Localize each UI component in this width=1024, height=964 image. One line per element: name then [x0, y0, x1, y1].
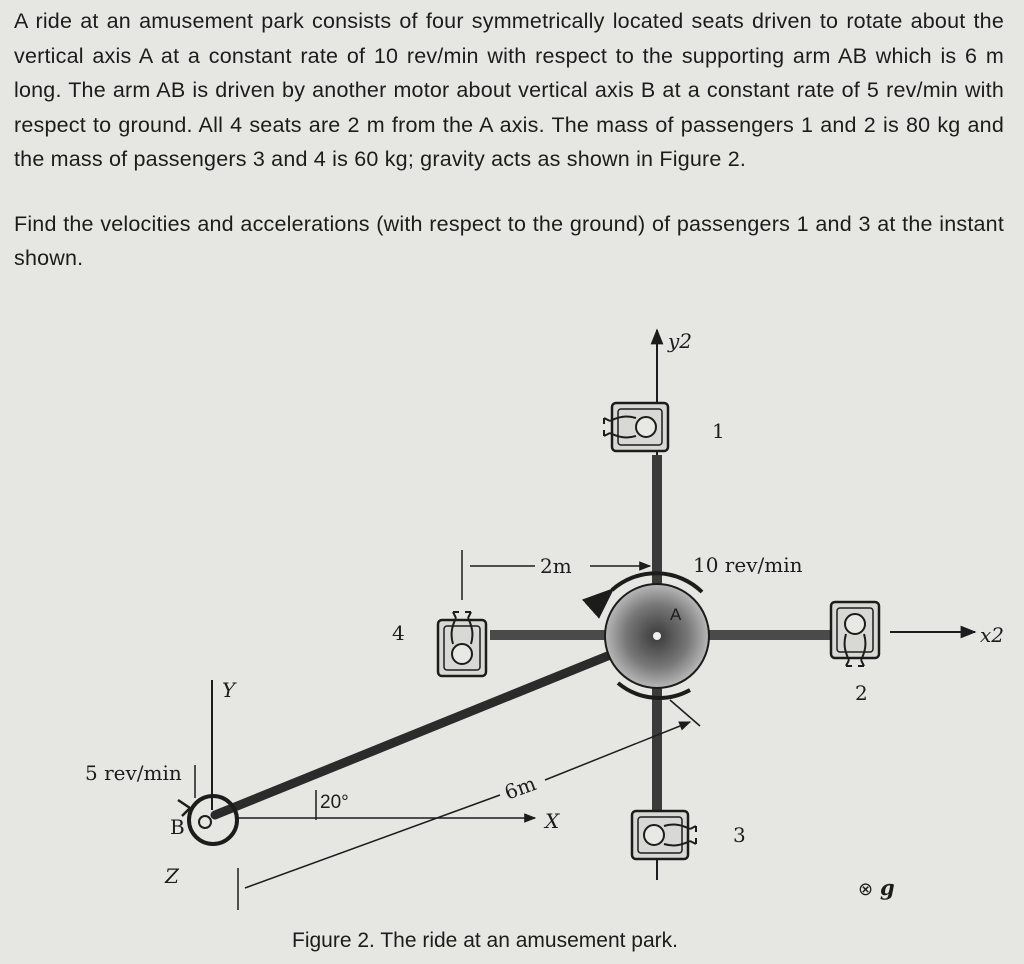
hub-A-label: A — [670, 605, 682, 624]
seat-1-label: 1 — [712, 419, 725, 443]
seat-4: 4 — [392, 610, 488, 678]
dimension-6m: 6m — [237, 699, 701, 910]
arm-AB — [210, 631, 662, 820]
x2-label: x2 — [980, 623, 1004, 647]
y2-label: y2 — [667, 329, 692, 353]
hub-B: B — [170, 794, 239, 846]
seat-4-label: 4 — [392, 621, 405, 645]
seat-2-label: 2 — [855, 681, 868, 705]
problem-paragraph-2: Find the velocities and accelerations (w… — [14, 211, 1004, 271]
gravity-indicator: ⊗ g — [858, 875, 895, 900]
gravity-symbol: ⊗ — [858, 879, 873, 899]
amusement-ride-figure: y2 x2 A 2m 10 rev/min 1 2 3 4 — [85, 328, 1004, 952]
angle-20: 20° — [315, 790, 349, 820]
x2-axis: x2 — [890, 623, 1004, 647]
dimension-2m-label: 2m — [540, 554, 572, 578]
angle-20-label: 20° — [320, 792, 349, 813]
Y-axis: Y — [211, 678, 237, 810]
rate-B-label: 5 rev/min — [85, 761, 182, 785]
problem-paragraph-1: A ride at an amusement park consists of … — [14, 9, 1004, 171]
axis-B-label: B — [170, 815, 185, 839]
Z-axis-label: Z — [164, 864, 180, 888]
problem-statement: A ride at an amusement park consists of … — [14, 4, 1004, 276]
X-axis: X — [238, 809, 560, 833]
rate-A-label: 10 rev/min — [693, 553, 803, 577]
figure-caption: Figure 2. The ride at an amusement park. — [292, 929, 678, 952]
dimension-6m-label: 6m — [501, 771, 539, 804]
hub-A: A — [581, 571, 710, 700]
dimension-2m: 2m — [461, 550, 652, 600]
seat-3: 3 — [630, 809, 746, 861]
gravity-label: g — [880, 875, 895, 900]
seat-3-label: 3 — [733, 823, 746, 847]
seat-2: 2 — [829, 600, 881, 705]
X-axis-label: X — [543, 809, 560, 833]
Y-axis-label: Y — [222, 678, 237, 702]
seat-1: 1 — [602, 401, 725, 453]
